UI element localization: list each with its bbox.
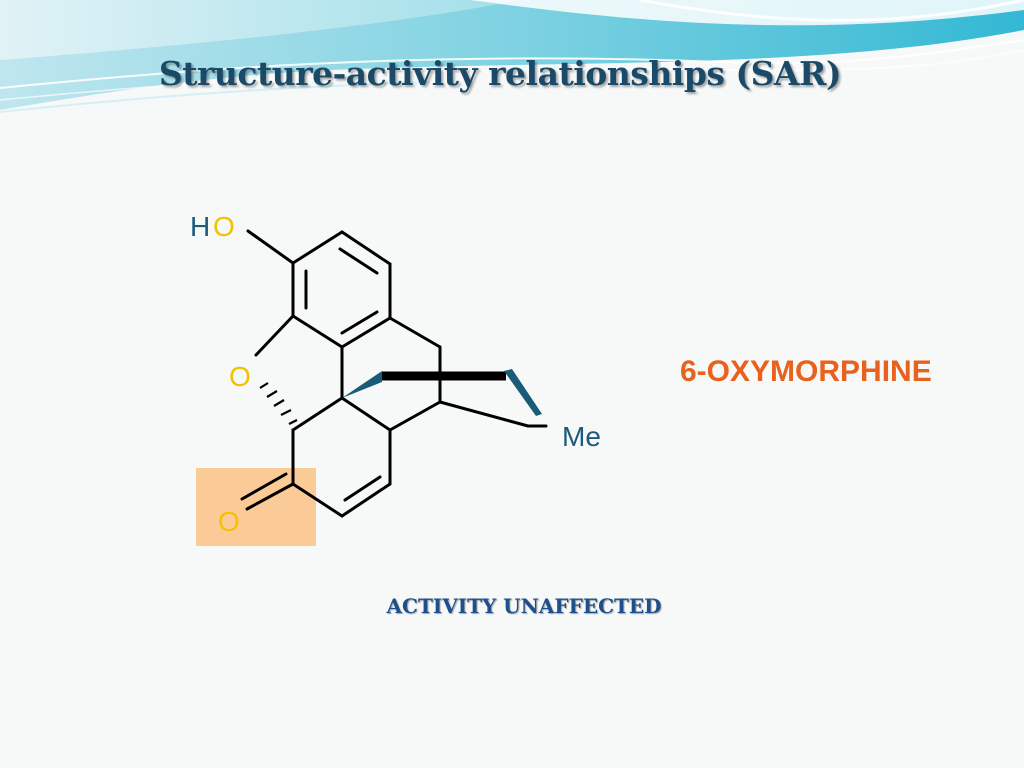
ether-o-atom: O — [229, 361, 251, 392]
n-methyl-group: Me — [562, 421, 601, 452]
slide-title: Structure-activity relationships (SAR) — [158, 54, 842, 93]
ketone-o-atom: O — [218, 506, 240, 537]
hydroxyl-o-atom: O — [213, 211, 235, 242]
hydroxyl-h-atom: H — [190, 211, 210, 242]
ketone-highlight — [196, 468, 316, 546]
hashed-wedge-bond — [259, 382, 298, 425]
bond-lines — [240, 229, 548, 518]
compound-name: 6-OXYMORPHINE — [680, 355, 932, 388]
wedge-bond-right — [504, 369, 542, 416]
activity-note: ACTIVITY UNAFFECTED — [386, 594, 662, 618]
wedge-bond-left — [342, 371, 382, 398]
